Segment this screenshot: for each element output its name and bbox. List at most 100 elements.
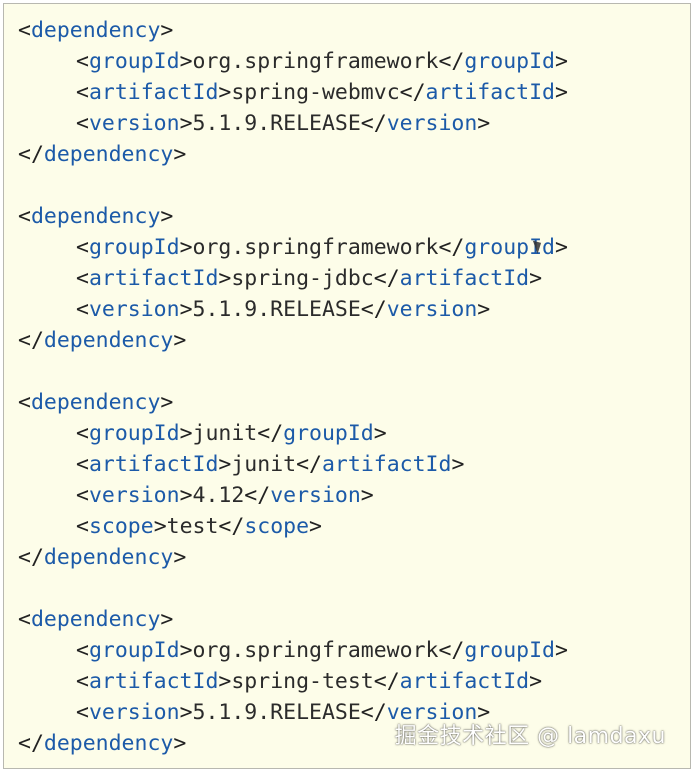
close-bracket: > [529,266,543,291]
close-bracket: > [529,669,543,694]
tag-value: spring-webmvc [231,80,400,105]
code-line: <artifactId>spring-webmvc</artifactId> [18,77,568,108]
close-bracket: > [218,669,232,694]
open-bracket: < [76,421,89,446]
tag-name: dependency [43,731,174,756]
tag-name: artifactId [399,669,530,694]
open-bracket: < [18,204,31,229]
tag-value: junit [231,452,297,477]
close-bracket: > [218,452,232,477]
tag-name: artifactId [321,452,452,477]
open-bracket: < [76,111,89,136]
tag-name: dependency [30,204,161,229]
tag-name: artifactId [88,669,219,694]
open-bracket: < [76,80,89,105]
tag-name: version [386,111,478,136]
tag-name: version [88,111,180,136]
code-line: <version>4.12</version> [18,480,568,511]
open-bracket: </ [360,297,387,322]
close-bracket: > [179,483,193,508]
open-bracket: </ [438,235,465,260]
close-bracket: > [160,204,174,229]
open-bracket: </ [373,266,400,291]
tag-value: junit [192,421,258,446]
tag-value: spring-test [231,669,374,694]
open-bracket: </ [244,483,271,508]
close-bracket: > [153,514,167,539]
tag-value: org.springframework [192,235,439,260]
close-bracket: > [179,297,193,322]
code-line [18,170,568,201]
tag-name: groupId [88,421,180,446]
close-bracket: > [451,452,465,477]
tag-name: groupId [464,638,555,663]
open-bracket: < [76,235,89,260]
code-line: <version>5.1.9.RELEASE</version> [18,294,568,325]
close-bracket: > [477,111,491,136]
tag-name: dependency [30,607,161,632]
tag-name: groupId [464,235,555,260]
close-bracket: > [160,607,174,632]
tag-name: groupId [88,638,180,663]
code-line: <version>5.1.9.RELEASE</version> [18,108,568,139]
code-line: <artifactId>junit</artifactId> [18,449,568,480]
open-bracket: </ [18,328,44,353]
tag-name: artifactId [399,266,530,291]
tag-value: 5.1.9.RELEASE [192,700,361,725]
open-bracket: </ [438,49,465,74]
tag-name: artifactId [88,266,219,291]
tag-name: groupId [283,421,374,446]
open-bracket: </ [18,142,44,167]
code-line: <dependency> [18,387,568,418]
open-bracket: </ [438,638,465,663]
tag-value: 4.12 [192,483,245,508]
tag-name: version [386,297,478,322]
code-line: </dependency> [18,325,568,356]
close-bracket: > [554,49,568,74]
tag-name: groupId [88,235,180,260]
close-bracket: > [373,421,387,446]
open-bracket: </ [18,545,44,570]
tag-value: org.springframework [192,638,439,663]
open-bracket: </ [296,452,322,477]
tag-name: groupId [464,49,555,74]
close-bracket: > [173,731,187,756]
tag-value: 5.1.9.RELEASE [192,297,361,322]
open-bracket: </ [218,514,245,539]
tag-name: dependency [43,545,174,570]
open-bracket: </ [360,700,387,725]
close-bracket: > [309,514,322,539]
tag-value: 5.1.9.RELEASE [192,111,361,136]
open-bracket: </ [18,731,44,756]
code-line: </dependency> [18,728,568,759]
close-bracket: > [160,18,174,43]
close-bracket: > [179,235,193,260]
open-bracket: < [76,638,89,663]
code-line: <dependency> [18,15,568,46]
open-bracket: < [18,607,31,632]
code-line: </dependency> [18,139,568,170]
close-bracket: > [173,142,187,167]
close-bracket: > [477,297,491,322]
watermark: 掘金技术社区 @ lamdaxu [394,724,666,749]
tag-name: version [88,297,180,322]
close-bracket: > [554,80,568,105]
code-line: <groupId>org.springframework</groupId> [18,46,568,77]
close-bracket: > [218,80,232,105]
open-bracket: </ [399,80,426,105]
tag-name: version [88,483,180,508]
close-bracket: > [179,638,193,663]
open-bracket: < [76,49,89,74]
code-line: <scope>test</scope> [18,511,568,542]
open-bracket: < [18,390,31,415]
tag-value: test [166,514,219,539]
tag-value: org.springframework [192,49,439,74]
tag-name: version [88,700,180,725]
open-bracket: < [76,266,89,291]
code-line: <dependency> [18,201,568,232]
close-bracket: > [173,545,187,570]
code-panel: <dependency><groupId>org.springframework… [3,3,691,769]
code-block[interactable]: <dependency><groupId>org.springframework… [18,15,568,759]
open-bracket: < [76,514,89,539]
tag-name: dependency [43,142,174,167]
